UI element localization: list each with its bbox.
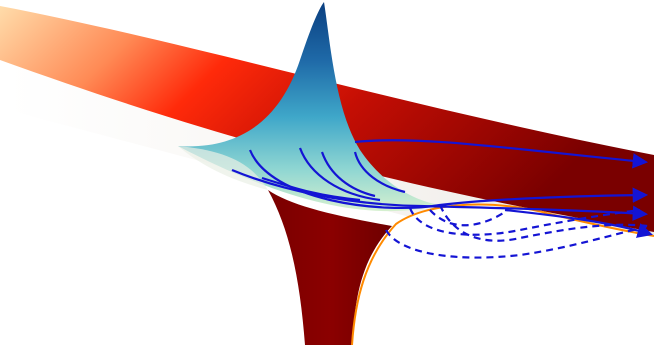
dashed-trajectories bbox=[385, 204, 651, 259]
trajectory-solid-7 bbox=[504, 208, 653, 238]
sheet-opening bbox=[352, 204, 654, 345]
solid-trajectories bbox=[231, 139, 653, 238]
trajectory-dashed-4 bbox=[429, 209, 506, 227]
trajectory-solid-3 bbox=[231, 168, 649, 221]
sheet-stem bbox=[268, 190, 392, 345]
funnel-shadow bbox=[178, 146, 268, 190]
trajectory-solid-5 bbox=[320, 151, 376, 198]
funnel-spike bbox=[178, 2, 440, 212]
trajectory-solid-6 bbox=[353, 151, 406, 194]
trajectory-dashed-3 bbox=[385, 224, 651, 259]
sheet-opening-rim bbox=[351, 203, 654, 345]
trajectory-dashed-1 bbox=[408, 207, 641, 236]
trajectory-solid-1 bbox=[354, 139, 649, 169]
trajectory-solid-8 bbox=[261, 176, 361, 202]
trajectory-solid-4 bbox=[298, 147, 381, 202]
